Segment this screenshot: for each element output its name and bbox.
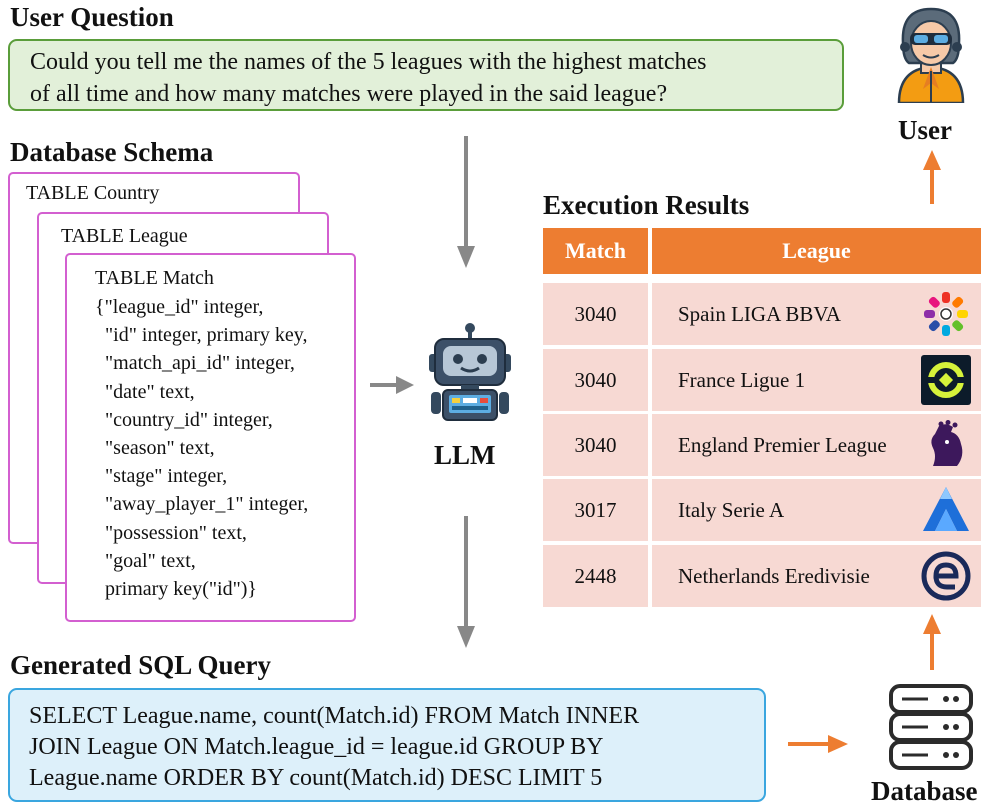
ligue1-logo-icon [921,355,971,405]
question-line-2: of all time and how many matches were pl… [30,81,668,107]
sql-line-3: League.name ORDER BY count(Match.id) DES… [29,765,603,791]
sql-line-2: JOIN League ON Match.league_id = league.… [29,734,604,760]
question-box: Could you tell me the names of the 5 lea… [8,39,844,111]
cell-match: 3040 [543,414,648,476]
cell-match: 3040 [543,349,648,411]
database-label: Database [871,776,978,806]
table-name-country: TABLE Country [26,182,160,204]
table-name-match: TABLE Match [95,267,214,289]
laliga-logo-icon [924,292,968,336]
sql-line-1: SELECT League.name, count(Match.id) FROM… [29,703,640,729]
arrow-llm-to-sql [457,516,475,648]
column-header-match: Match [543,228,648,274]
cell-match: 3017 [543,479,648,541]
cell-match: 3040 [543,283,648,345]
question-heading: User Question [10,2,174,32]
user-label: User [898,115,952,145]
question-line-1: Could you tell me the names of the 5 lea… [30,49,707,75]
cell-league: Netherlands Eredivisie [678,563,870,588]
table-row: France Ligue 1 [652,349,981,411]
arrow-sql-to-database [788,735,848,753]
sql-box: SELECT League.name, count(Match.id) FROM… [8,688,766,802]
arrow-schema-to-llm [370,376,414,394]
schema-table-match: TABLE Match {"league_id" integer, "id" i… [65,253,356,622]
arrow-database-to-results [923,614,941,670]
table-name-league: TABLE League [61,225,188,247]
table-row: Netherlands Eredivisie [652,545,981,607]
cell-league: England Premier League [678,432,887,457]
match-columns: {"league_id" integer, "id" integer, prim… [95,296,309,601]
robot-icon [429,323,511,421]
schema-heading: Database Schema [10,137,214,167]
premier-league-logo-icon [931,420,963,466]
serie-a-logo-icon [923,487,969,531]
arrow-question-to-llm [457,136,475,268]
cell-match: 2448 [543,545,648,607]
sql-heading: Generated SQL Query [10,650,271,680]
column-header-league: League [652,228,981,274]
llm-label: LLM [434,440,496,470]
database-icon [889,684,973,770]
user-icon [897,7,965,103]
table-row: Spain LIGA BBVA [652,283,981,345]
cell-league: Italy Serie A [678,497,785,522]
cell-league: Spain LIGA BBVA [678,301,841,326]
table-row: Italy Serie A [652,479,981,541]
cell-league: France Ligue 1 [678,367,806,392]
arrow-results-to-user [923,150,941,204]
table-row: England Premier League [652,414,981,476]
eredivisie-logo-icon [921,551,971,601]
results-heading: Execution Results [543,190,750,220]
